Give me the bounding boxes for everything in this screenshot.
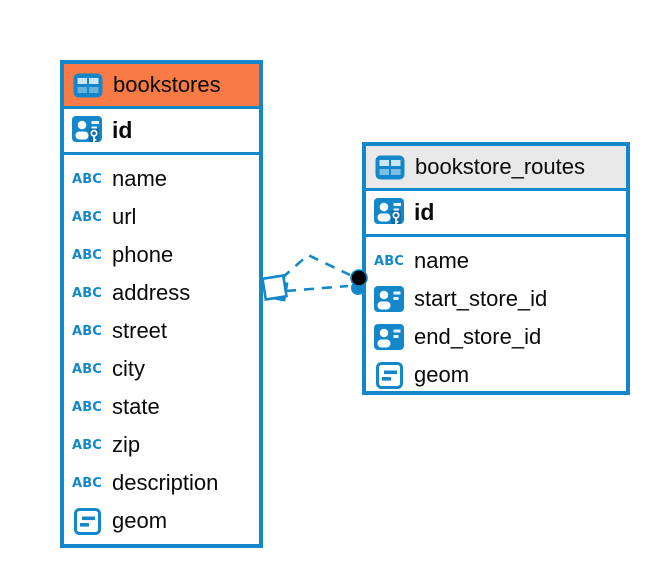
relationship-diamond-front: [260, 273, 289, 302]
table-grid-icon: [373, 155, 407, 180]
bookstores-field-list: ABC name ABC url ABC phone ABC address A…: [64, 155, 259, 544]
relationship-diamond-back: [266, 279, 289, 302]
field-label: geom: [112, 508, 168, 533]
abc-icon: ABC: [71, 475, 103, 491]
bookstores-field-state[interactable]: ABC state: [70, 388, 259, 426]
field-label: geom: [414, 362, 470, 387]
bookstores-field-url[interactable]: ABC url: [70, 198, 259, 236]
person-badge-icon: [372, 324, 406, 350]
abc-icon: ABC: [71, 171, 103, 187]
relationship-line-upper: [281, 253, 351, 279]
bookstores-field-zip[interactable]: ABC zip: [70, 426, 259, 464]
table-bookstore-routes-header[interactable]: bookstore_routes: [366, 146, 626, 191]
bookstores-field-city[interactable]: ABC city: [70, 350, 259, 388]
rect-dash-icon: [372, 361, 406, 389]
field-label: name: [112, 166, 168, 191]
bookstores-pk-label: id: [112, 117, 133, 143]
field-label: address: [112, 280, 191, 305]
abc-icon: ABC: [373, 253, 405, 269]
field-label: start_store_id: [414, 286, 548, 311]
abc-icon: ABC: [71, 323, 103, 339]
person-badge-icon: [372, 286, 406, 312]
field-label: url: [112, 204, 137, 229]
table-bookstores-header[interactable]: bookstores: [64, 64, 259, 109]
bookstore-routes-field-name[interactable]: ABC name: [372, 242, 626, 280]
bookstores-field-geom[interactable]: geom: [70, 502, 259, 540]
table-bookstore-routes[interactable]: bookstore_routes id ABC name: [362, 142, 630, 395]
person-key-icon: [372, 198, 406, 227]
abc-icon: ABC: [71, 437, 103, 453]
field-label: description: [112, 470, 219, 495]
abc-icon: ABC: [71, 209, 103, 225]
bookstores-pk-row-id[interactable]: id: [64, 109, 259, 155]
field-label: phone: [112, 242, 174, 267]
bookstores-field-description[interactable]: ABC description: [70, 464, 259, 502]
relationship-connector[interactable]: [260, 253, 368, 302]
bookstores-field-address[interactable]: ABC address: [70, 274, 259, 312]
abc-icon: ABC: [71, 361, 103, 377]
bookstore-routes-pk-row-id[interactable]: id: [366, 191, 626, 237]
bookstores-field-phone[interactable]: ABC phone: [70, 236, 259, 274]
table-bookstores[interactable]: bookstores id ABC name ABC url: [60, 60, 263, 548]
bookstores-field-street[interactable]: ABC street: [70, 312, 259, 350]
relationship-line-lower: [285, 284, 349, 293]
bookstore-routes-field-list: ABC name start_store_id: [366, 237, 626, 394]
field-label: end_store_id: [414, 324, 542, 349]
field-label: zip: [112, 432, 141, 457]
bookstore-routes-field-start-store-id[interactable]: start_store_id: [372, 280, 626, 318]
field-label: name: [414, 248, 470, 273]
rect-dash-icon: [70, 507, 104, 535]
bookstore-routes-field-geom[interactable]: geom: [372, 356, 626, 394]
table-grid-icon: [71, 73, 105, 98]
abc-icon: ABC: [71, 399, 103, 415]
field-label: city: [112, 356, 145, 381]
table-bookstore-routes-title: bookstore_routes: [415, 154, 585, 179]
field-label: state: [112, 394, 160, 419]
field-label: street: [112, 318, 168, 343]
abc-icon: ABC: [71, 285, 103, 301]
abc-icon: ABC: [71, 247, 103, 263]
person-key-icon: [70, 116, 104, 145]
bookstores-field-name[interactable]: ABC name: [70, 160, 259, 198]
table-bookstores-title: bookstores: [113, 72, 221, 97]
bookstore-routes-field-end-store-id[interactable]: end_store_id: [372, 318, 626, 356]
bookstore-routes-pk-label: id: [414, 199, 435, 225]
